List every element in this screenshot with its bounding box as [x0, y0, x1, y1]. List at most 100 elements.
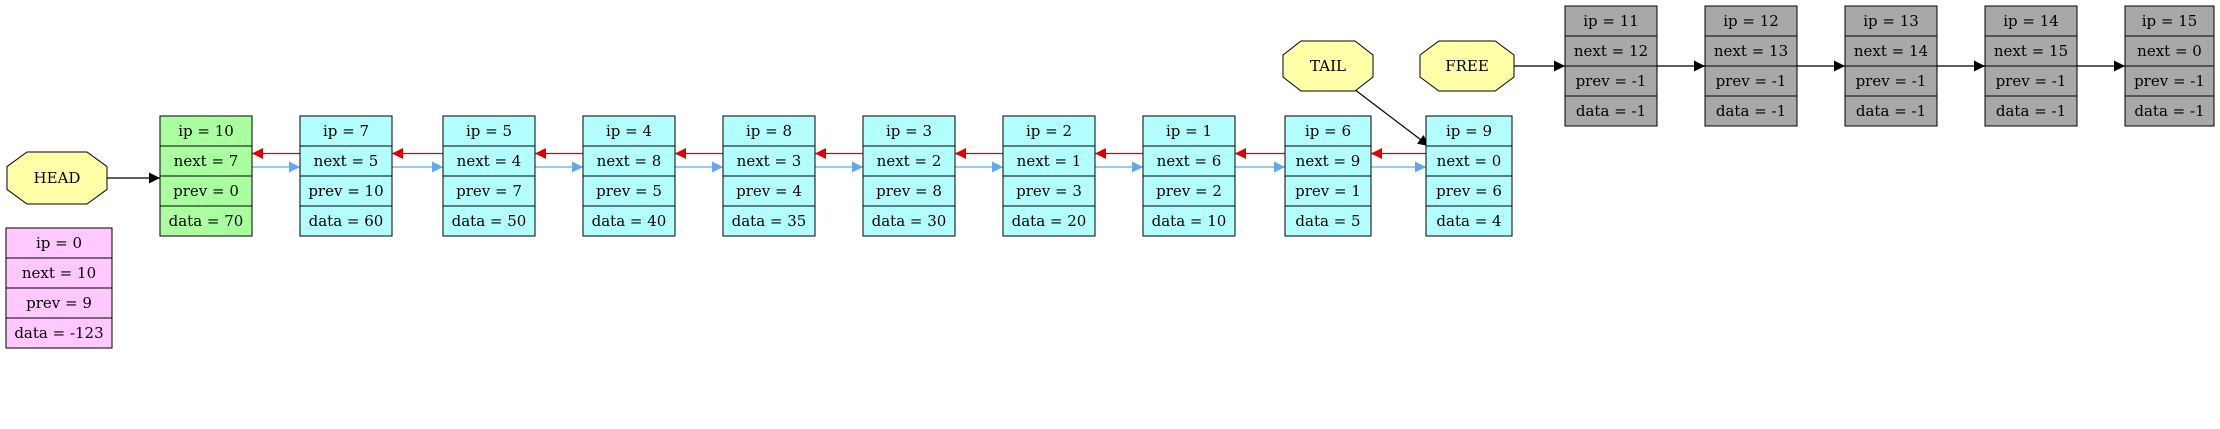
node-field-cell [1844, 65, 1938, 97]
node-field-text: next = 8 [597, 152, 662, 170]
node-field-cell [1564, 95, 1658, 127]
node-field-text: prev = -1 [2134, 72, 2205, 90]
node-field-text: next = 3 [737, 152, 802, 170]
node-field-text: ip = 6 [1305, 122, 1351, 140]
node-field-cell [1284, 115, 1372, 147]
node-field-cell [299, 115, 393, 147]
node-field-text: prev = -1 [1996, 72, 2067, 90]
node-field-text: ip = 11 [1583, 12, 1639, 30]
node-field-text: prev = 1 [1295, 182, 1361, 200]
node-field-text: data = 40 [592, 212, 667, 230]
node-field-cell [1425, 205, 1513, 237]
node-field-text: next = 10 [22, 264, 96, 282]
node-field-cell [862, 115, 956, 147]
node-field-cell [1984, 65, 2078, 97]
node-field-cell [1425, 175, 1513, 207]
node-field-text: ip = 0 [36, 234, 82, 252]
node-field-cell [442, 205, 536, 237]
node-field-cell [1142, 115, 1236, 147]
node-field-text: next = 14 [1854, 42, 1928, 60]
node-field-text: data = 50 [452, 212, 527, 230]
node-field-cell [1002, 115, 1096, 147]
tail-label: TAIL [1282, 40, 1374, 92]
head-label-text: HEAD [34, 169, 81, 187]
node-field-cell [1142, 205, 1236, 237]
node-field-text: prev = 9 [26, 294, 92, 312]
node-field-text: prev = 6 [1436, 182, 1502, 200]
node-field-text: data = 20 [1012, 212, 1087, 230]
node-field-cell [159, 205, 253, 237]
node-field-cell [2124, 35, 2215, 67]
node-field-cell [1425, 145, 1513, 177]
node-field-text: ip = 14 [2003, 12, 2059, 30]
free-octagon [1419, 40, 1515, 92]
node-field-text: ip = 7 [323, 122, 369, 140]
node-field-text: prev = 3 [1016, 182, 1082, 200]
node-field-cell [582, 175, 676, 207]
node-field-cell [1984, 35, 2078, 67]
node-field-text: data = -1 [1576, 102, 1646, 120]
node-field-cell [159, 175, 253, 207]
node-field-text: next = 0 [1437, 152, 1502, 170]
head-octagon [6, 151, 108, 205]
node-field-text: data = 30 [872, 212, 947, 230]
node-field-cell [1002, 205, 1096, 237]
node-field-text: ip = 9 [1446, 122, 1492, 140]
node-field-cell [5, 227, 113, 259]
node-field-cell [722, 115, 816, 147]
node-field-cell [1564, 5, 1658, 37]
node-field-cell [1844, 95, 1938, 127]
node-field-cell [722, 145, 816, 177]
node-field-cell [159, 115, 253, 147]
node-field-text: next = 15 [1994, 42, 2068, 60]
node-field-text: next = 1 [1017, 152, 1082, 170]
node-field-cell [1704, 35, 1798, 67]
free-label: FREE [1419, 40, 1515, 92]
node-field-cell [1704, 5, 1798, 37]
tail-label-text: TAIL [1310, 57, 1346, 75]
head-label: HEAD [6, 151, 108, 205]
node-field-cell [2124, 65, 2215, 97]
node-field-cell [5, 317, 113, 349]
node-field-text: ip = 5 [466, 122, 512, 140]
node-field-cell [1002, 175, 1096, 207]
node-field-text: ip = 15 [2142, 12, 2198, 30]
node-field-text: data = -123 [14, 324, 103, 342]
node-field-text: next = 2 [877, 152, 942, 170]
node-field-cell [2124, 95, 2215, 127]
node-field-text: ip = 13 [1863, 12, 1919, 30]
node-field-cell [722, 205, 816, 237]
node-field-cell [1844, 5, 1938, 37]
edges-layer [107, 60, 2125, 184]
node-field-cell [1002, 145, 1096, 177]
node-field-text: data = 10 [1152, 212, 1227, 230]
nodes-layer: ip = 0 next = 10 prev = 9 data = -123 ip = 1… [5, 5, 2215, 349]
node-field-cell [299, 205, 393, 237]
node-field-cell [722, 175, 816, 207]
node-field-text: ip = 12 [1723, 12, 1779, 30]
node-field-text: data = 60 [309, 212, 384, 230]
node-field-text: prev = -1 [1576, 72, 1647, 90]
node-field-text: next = 9 [1296, 152, 1361, 170]
node-field-text: ip = 10 [178, 122, 234, 140]
node-field-cell [1844, 35, 1938, 67]
labels-layer: HEAD TAIL FREE [6, 40, 1515, 205]
node-field-text: prev = 7 [456, 182, 522, 200]
node-field-text: ip = 8 [746, 122, 792, 140]
node-field-cell [1984, 95, 2078, 127]
node-field-cell [1704, 95, 1798, 127]
node-field-text: prev = -1 [1856, 72, 1927, 90]
node-field-text: ip = 1 [1166, 122, 1212, 140]
